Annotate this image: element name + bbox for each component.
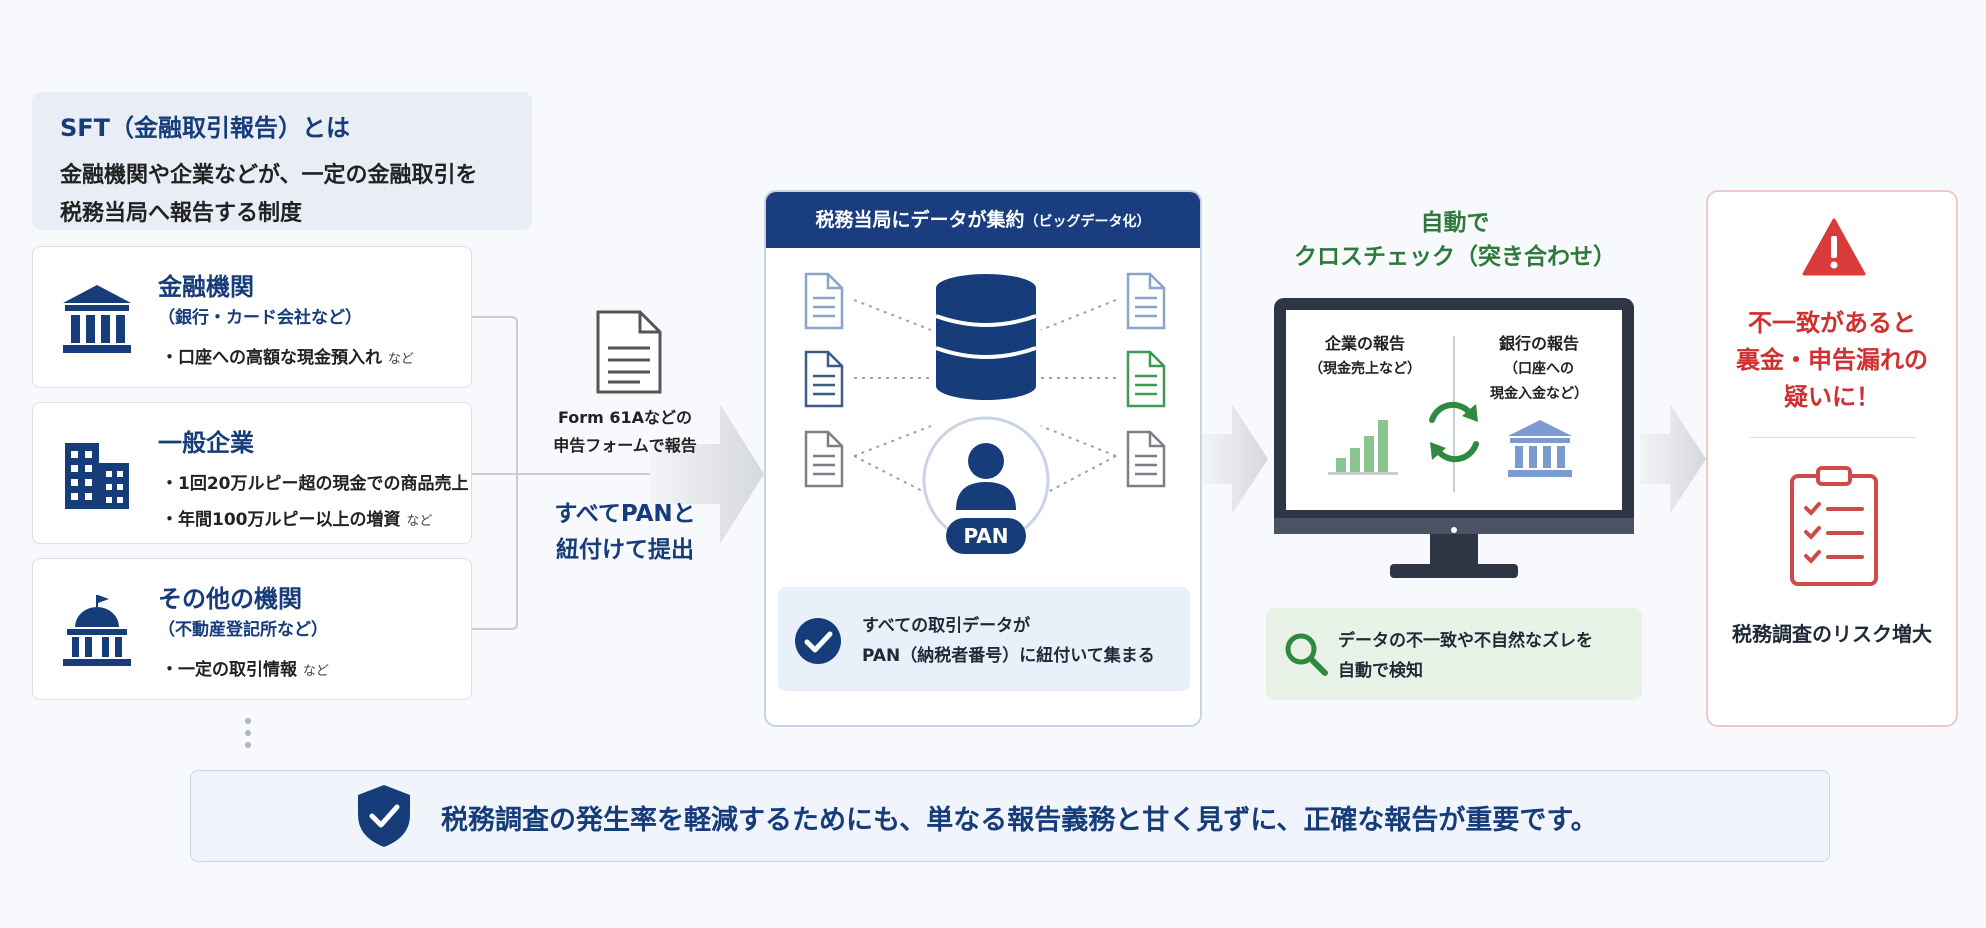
flow-arrow [650,404,764,544]
refresh-icon [1429,401,1479,463]
source-bullet: ・年間100万ルピー以上の増資 など [161,510,433,530]
detection-box: データの不一致や不自然なズレを 自動で検知 [1266,608,1642,700]
intro-title: SFT（金融取引報告）とは [60,114,351,142]
banner-text: 税務調査の発生率を軽減するためにも、単なる報告義務と甘く見ずに、正確な報告が重要… [441,805,1598,836]
source-name: その他の機関 [158,585,302,613]
risk-footer: 税務調査のリスク増大 [1732,622,1932,646]
office-building-icon [65,443,129,509]
database-icon [935,274,1037,400]
check-circle-icon [795,618,841,664]
more-dots [245,718,251,748]
intro-box: SFT（金融取引報告）とは 金融機関や企業などが、一定の金融取引を 税務当局へ報… [32,92,532,230]
central-data-panel: 税務当局にデータが集約（ビッグデータ化） [764,190,1202,727]
monitor-graphic [1274,298,1634,578]
bank-icon [1508,420,1572,477]
source-name: 金融機関 [158,273,254,301]
crosscheck-title: 自動で クロスチェック（突き合わせ） [1294,210,1616,270]
bottom-banner: 税務調査の発生率を軽減するためにも、単なる報告義務と甘く見ずに、正確な報告が重要… [190,770,1830,862]
intro-line-2: 税務当局へ報告する制度 [60,201,303,226]
source-bullet: ・1回20万ルピー超の現金での商品売上 [161,474,469,494]
company-report-label: 企業の報告 （現金売上など） [1309,334,1421,377]
bank-report-label: 銀行の報告 （口座への 現金入金など） [1490,334,1588,402]
center-header: 税務当局にデータが集約（ビッグデータ化） [766,192,1200,248]
source-sub: （不動産登記所など） [158,620,328,640]
source-card-company: 一般企業 ・1回20万ルピー超の現金での商品売上 ・年間100万ルピー以上の増資… [32,402,472,544]
warning-icon [1802,218,1866,276]
risk-panel: 不一致があると 裏金・申告漏れの 疑いに！ 税務調査のリスク増大 [1706,190,1958,727]
source-bullet: ・一定の取引情報 など [161,660,329,680]
data-aggregation-graphic [804,272,1166,544]
bank-icon [63,285,131,353]
flow-line [472,473,712,475]
user-icon [922,416,1050,544]
source-card-other: その他の機関 （不動産登記所など） ・一定の取引情報 など [32,558,472,700]
shield-check-icon [358,785,410,847]
form-label: Form 61Aなどの 申告フォームで報告 [553,408,697,455]
government-building-icon [63,595,131,666]
flow-arrow [1640,404,1706,514]
source-name: 一般企業 [158,429,254,457]
center-note: すべての取引データが PAN（納税者番号）に紐付いて集まる [778,587,1190,691]
risk-warning: 不一致があると 裏金・申告漏れの 疑いに！ [1736,309,1928,411]
pan-badge: PAN [946,518,1026,554]
bar-chart-icon [1328,420,1398,475]
divider [1750,437,1916,438]
source-bullet: ・口座への高額な現金預入れ など [161,348,414,368]
pan-submit-label: すべてPANと 紐付けて提出 [554,501,696,563]
clipboard-checklist-icon [1790,466,1878,586]
flow-arrow [1202,404,1268,514]
document-icon [596,310,662,394]
source-card-financial: 金融機関 （銀行・カード会社など） ・口座への高額な現金預入れ など [32,246,472,388]
magnifier-icon [1285,633,1328,676]
source-sub: （銀行・カード会社など） [158,308,362,328]
document-icon [804,272,1166,488]
intro-line-1: 金融機関や企業などが、一定の金融取引を [60,163,478,188]
